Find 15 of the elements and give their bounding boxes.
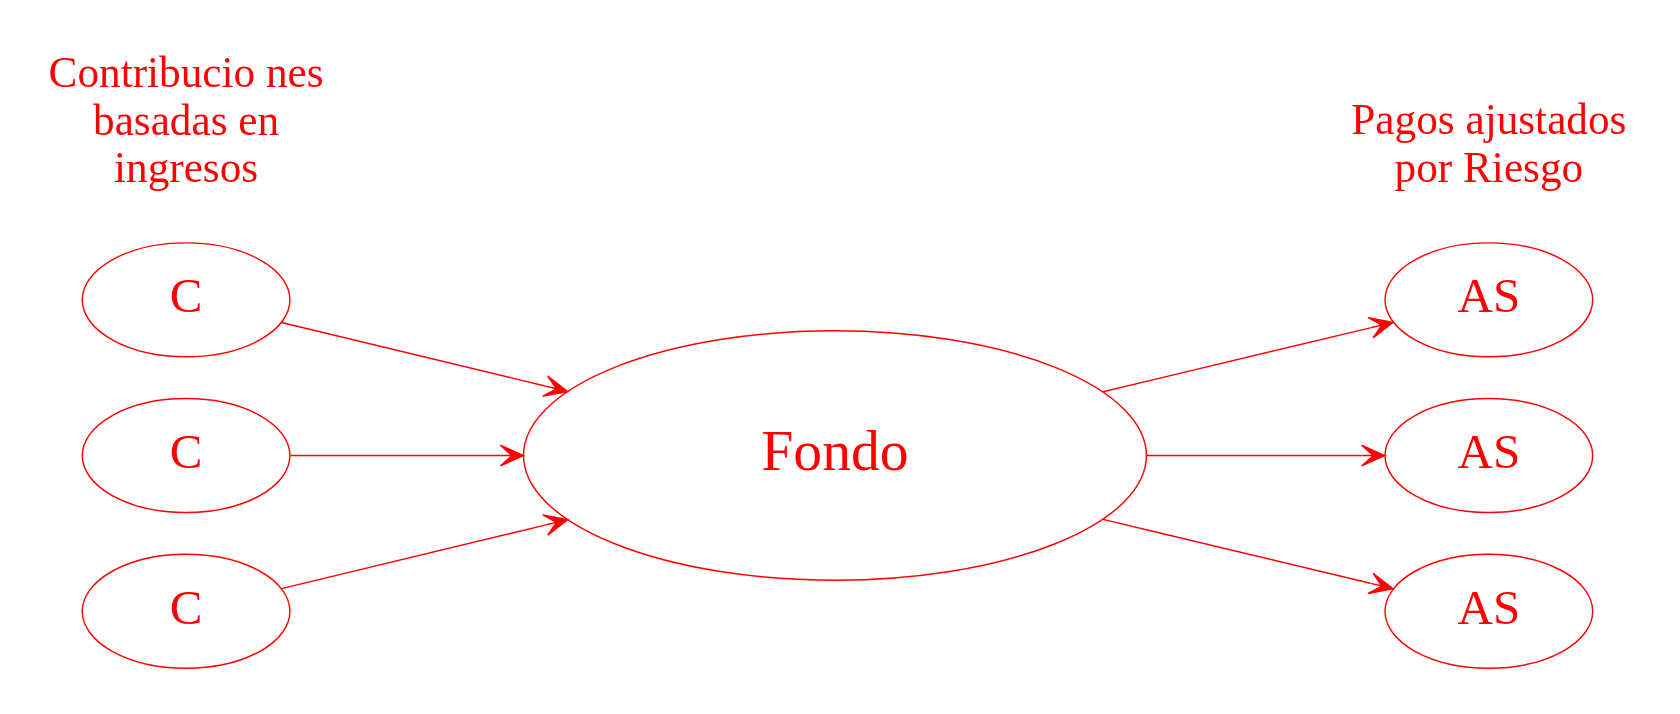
label: Pagos ajustados por Riesgo [1351,94,1627,191]
node-ellipse: C [81,553,291,669]
arrow [1102,518,1394,594]
arrow [280,513,569,589]
arrow [1145,443,1386,467]
node-ellipse: C [81,241,291,357]
node-ellipse: AS [1384,397,1594,513]
node-ellipse: Fondo [522,329,1148,581]
node-ellipse: AS [1384,553,1594,669]
arrow [1102,316,1394,392]
label: Contribucio nes basadas en ingresos [48,47,324,191]
node-ellipse: AS [1384,241,1594,357]
arrow [280,321,569,397]
node-ellipse: C [81,397,291,513]
arrow [289,443,525,467]
